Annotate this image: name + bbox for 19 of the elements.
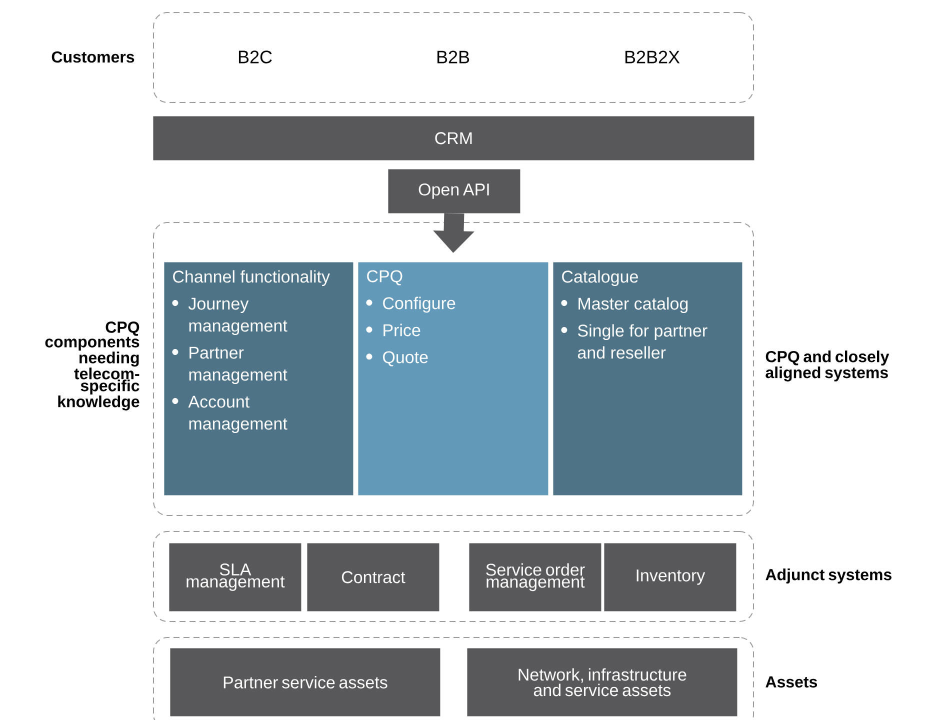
side-label: Adjunct systems	[766, 568, 892, 584]
system-box: Inventory	[604, 543, 736, 612]
side-label: Customers	[52, 51, 134, 63]
segment-label: B2B2X	[625, 50, 680, 64]
title-bar: Open API	[388, 169, 520, 214]
segment-label: B2B	[437, 50, 470, 64]
system-box: SLA management	[169, 543, 302, 612]
component-column: Catalogue Master catalog Single for partner and reseller	[553, 262, 742, 496]
system-box: Network, infrastructure and service assets	[467, 648, 738, 716]
system-box: Service order management	[469, 543, 602, 612]
system-box: Partner service assets	[170, 648, 440, 716]
component-column: CPQ Configure Price Quote	[358, 262, 548, 496]
system-box: Contract	[307, 543, 440, 612]
side-label: Assets	[766, 676, 818, 688]
title-bar: CRM	[153, 116, 754, 160]
component-column: Channel functionality Journey management Partner management Account management	[164, 262, 354, 496]
segment-label: B2C	[238, 50, 272, 64]
side-label: CPQ and closely aligned systems	[766, 350, 890, 382]
side-label: CPQ components needing telecom-specific knowledge	[45, 322, 140, 410]
